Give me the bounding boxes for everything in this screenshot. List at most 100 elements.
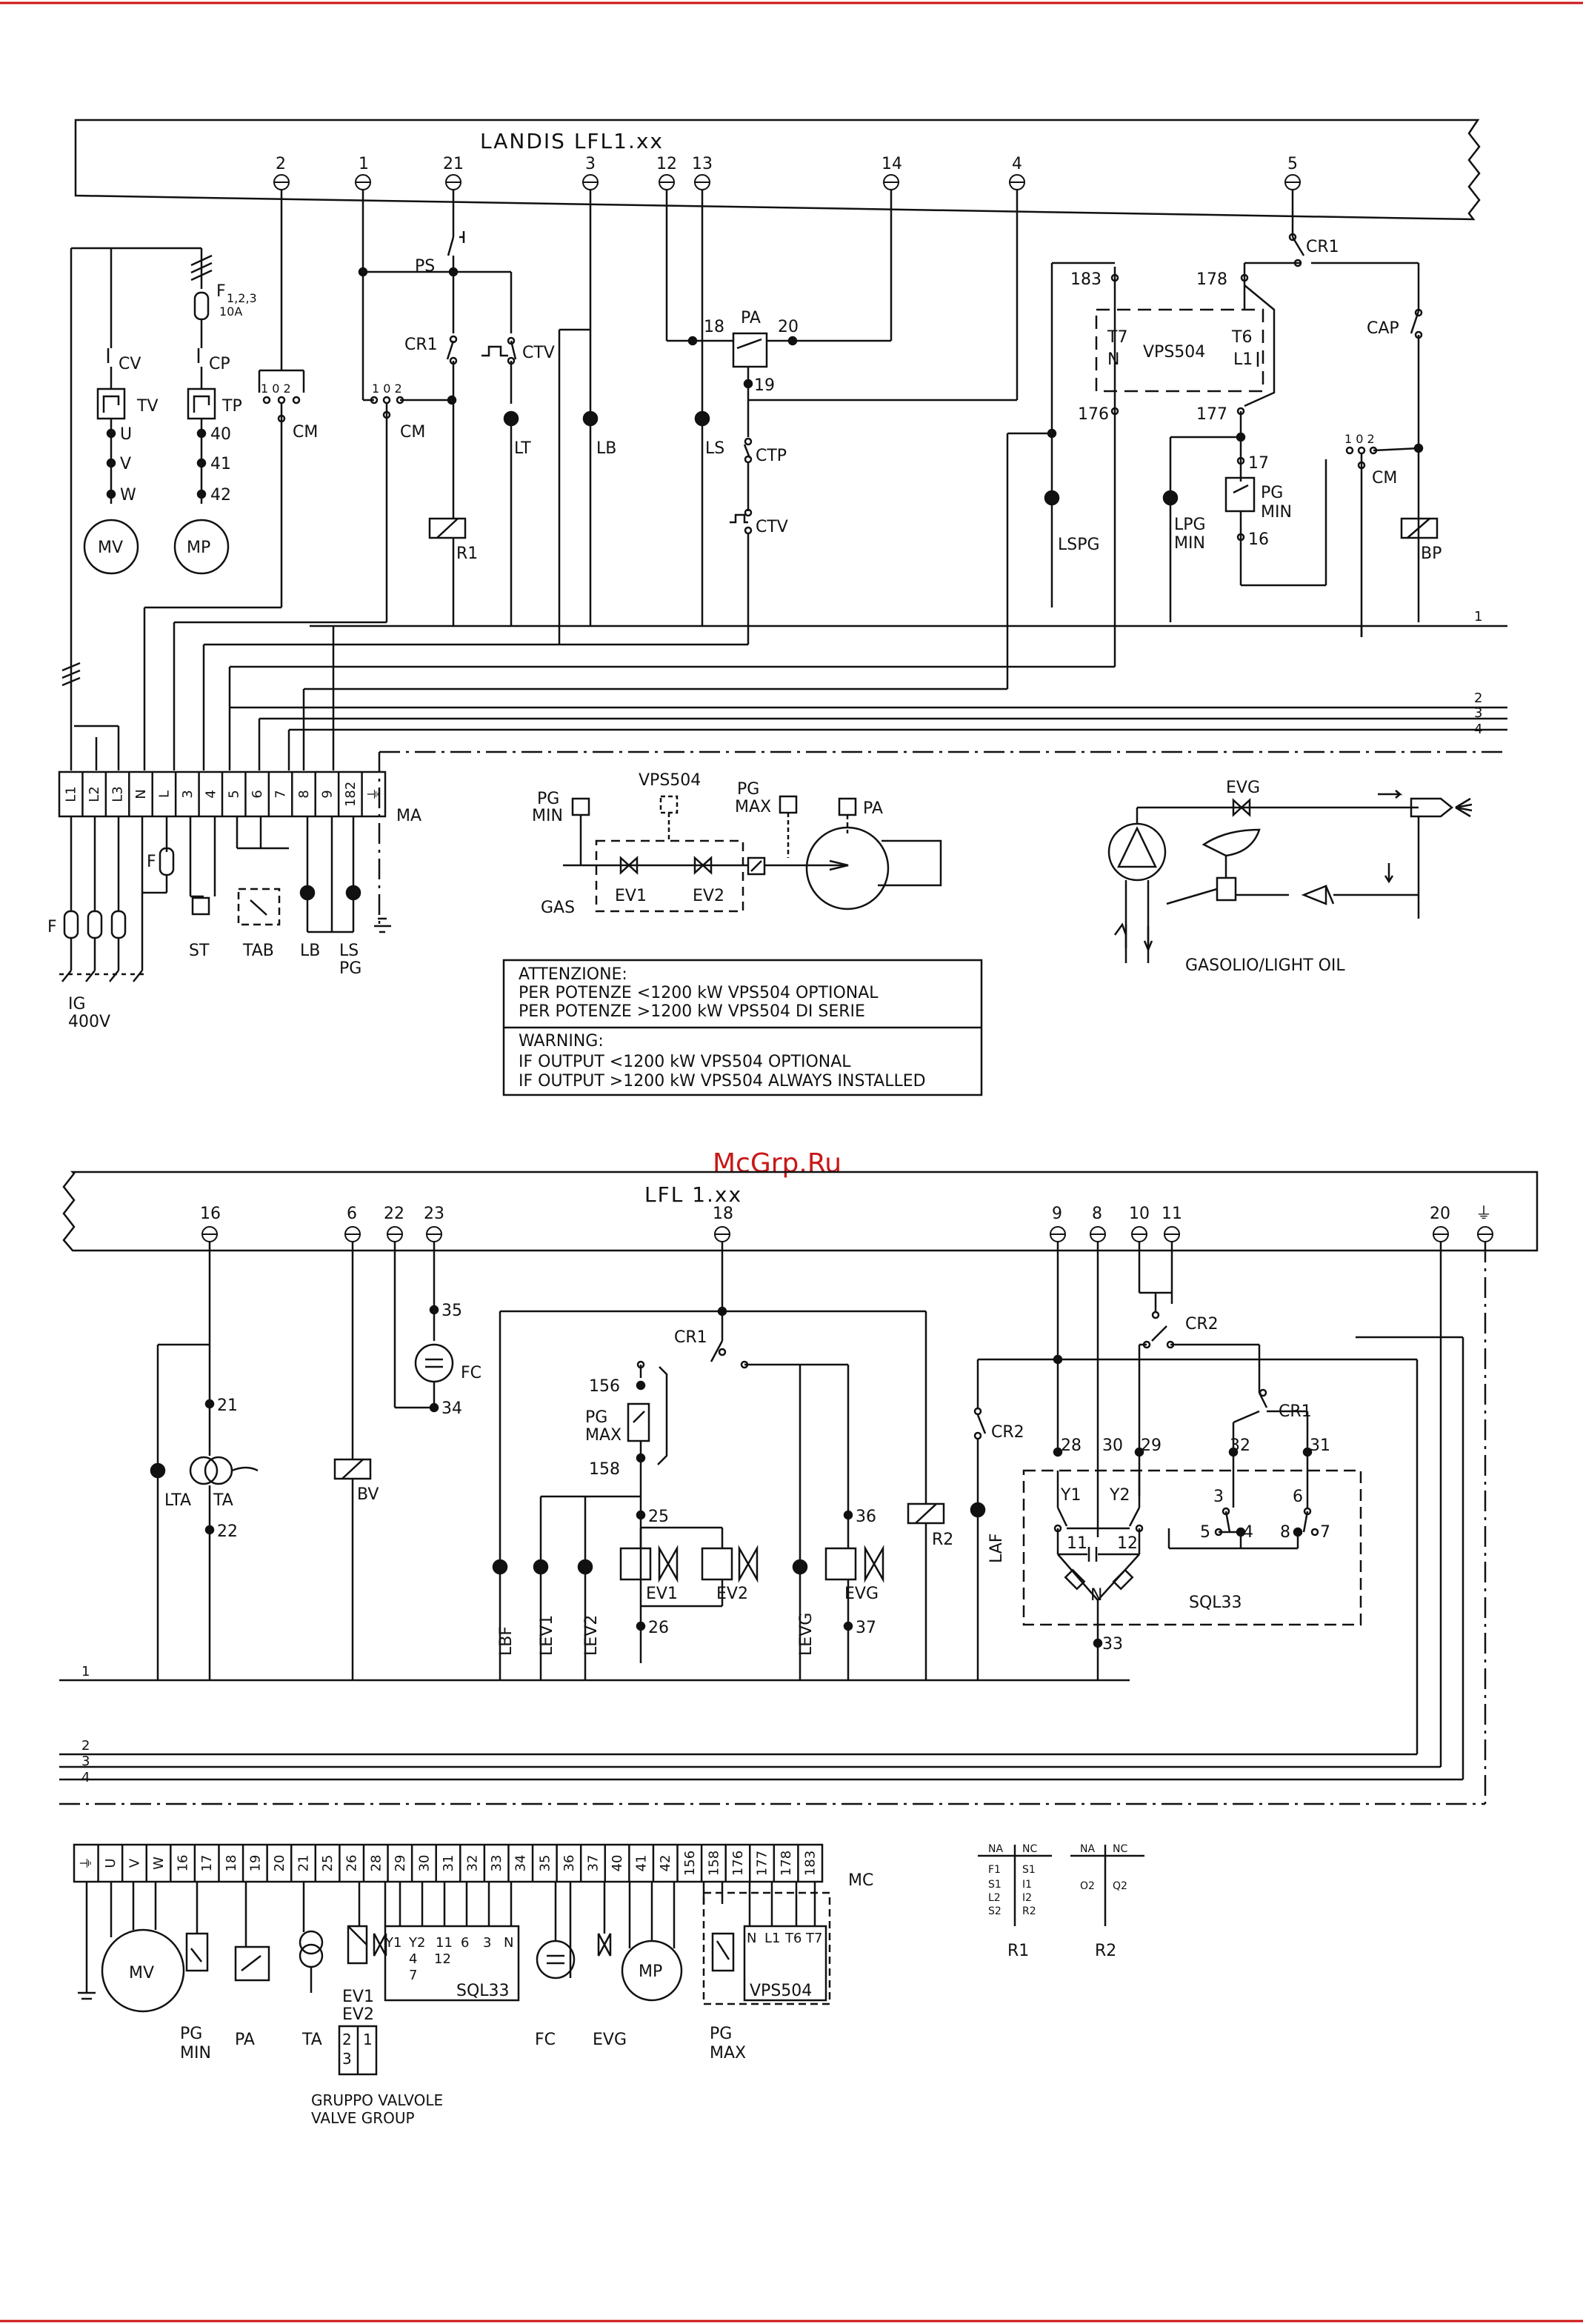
- tv-label: TV: [136, 397, 159, 416]
- svg-text:PA: PA: [741, 309, 761, 327]
- note-line-1: ATTENZIONE:: [519, 965, 627, 984]
- r1-coil: [428, 517, 467, 539]
- terminal-b20: 20: [1430, 1205, 1450, 1242]
- svg-text:EV1: EV1: [615, 887, 647, 905]
- svg-text:6: 6: [461, 1935, 469, 1951]
- mc-terminal-label: 28: [368, 1855, 384, 1872]
- mc-terminal-label: 156: [682, 1851, 698, 1876]
- svg-text:18: 18: [713, 1205, 733, 1223]
- svg-text:2: 2: [342, 2031, 352, 2048]
- terminal-5-label: 5: [1287, 155, 1298, 173]
- svg-text:Y1: Y1: [1060, 1486, 1081, 1505]
- svg-text:CM: CM: [1372, 469, 1397, 487]
- svg-text:37: 37: [856, 1619, 876, 1637]
- svg-text:12: 12: [1117, 1534, 1138, 1553]
- ma-terminal-label: 7: [273, 790, 289, 798]
- svg-text:CTV: CTV: [522, 344, 555, 362]
- terminal-b9: 9: [1050, 1205, 1066, 1242]
- terminal-13: 13: [692, 155, 713, 190]
- fc-branch: 35 FC 34: [393, 1242, 481, 1418]
- pg-min-switch: [1224, 476, 1256, 513]
- svg-text:4: 4: [1243, 1523, 1253, 1542]
- terminal-4: 4: [1009, 155, 1025, 190]
- terminal-1-label: 1: [359, 155, 369, 173]
- mc-terminal-label: 25: [320, 1855, 336, 1872]
- svg-text:GASOLIO/LIGHT OIL: GASOLIO/LIGHT OIL: [1185, 956, 1345, 975]
- svg-text:FC: FC: [461, 1364, 481, 1382]
- notes-box: ATTENZIONE: PER POTENZE <1200 kW VPS504 …: [502, 959, 983, 1096]
- svg-text:4: 4: [81, 1770, 90, 1785]
- svg-text:2: 2: [1474, 690, 1482, 706]
- bottom-terminals: 16 6 22 23 18 9 8 10 11 20 ⏚: [200, 1205, 1493, 1242]
- pump-motor-label: MP: [187, 539, 210, 557]
- svg-text:11: 11: [436, 1935, 453, 1951]
- bp-coil: [1400, 517, 1439, 539]
- svg-text:I1: I1: [1022, 1879, 1032, 1891]
- lfl-box-bottom: [62, 1171, 1539, 1252]
- svg-text:CR1: CR1: [674, 1328, 707, 1347]
- terminal-b23: 23: [424, 1205, 444, 1242]
- svg-text:LEV2: LEV2: [582, 1615, 601, 1656]
- svg-text:Y2: Y2: [408, 1935, 425, 1951]
- mc-terminal-label: 36: [561, 1855, 577, 1872]
- top-diagram: LANDIS LFL1.xx 2 1 21 3 12 13 14 4 5 CV …: [47, 119, 1507, 1096]
- mc-terminal-label: 21: [296, 1855, 312, 1872]
- svg-text:158: 158: [589, 1460, 620, 1479]
- svg-text:EV2: EV2: [716, 1585, 748, 1603]
- svg-text:SQL33: SQL33: [1189, 1594, 1242, 1612]
- svg-text:I2: I2: [1022, 1892, 1032, 1904]
- terminal-12-label: 12: [656, 155, 677, 173]
- bottom-bus-lines: 1 2 3 4: [59, 1242, 1487, 1805]
- svg-text:CTP: CTP: [756, 447, 787, 465]
- svg-text:EVG: EVG: [1226, 779, 1260, 797]
- svg-text:34: 34: [441, 1399, 462, 1418]
- svg-text:U: U: [120, 425, 132, 444]
- svg-text:F: F: [216, 282, 226, 301]
- terminal-b10: 10: [1129, 1205, 1150, 1242]
- bottom-title: LFL 1.xx: [644, 1182, 742, 1207]
- svg-text:T6: T6: [784, 1931, 802, 1946]
- svg-text:ST: ST: [189, 942, 210, 960]
- sql33-branch: CR2 CR2 LAF 28 30 29: [970, 1242, 1419, 1754]
- tp-thermal-relay: [187, 387, 216, 420]
- svg-text:20: 20: [778, 318, 799, 336]
- svg-text:MV: MV: [129, 1964, 154, 1982]
- valves-branch: LBF CR1 LEVG 36 EVG 37 R2: [492, 1242, 953, 1680]
- svg-text:PG: PG: [737, 780, 759, 799]
- svg-text:EV1: EV1: [342, 1988, 374, 2006]
- svg-text:Q2: Q2: [1113, 1880, 1127, 1892]
- mc-terminal-label: 40: [610, 1855, 625, 1872]
- svg-text:N: N: [1107, 350, 1119, 369]
- pump-fuse: [193, 291, 210, 321]
- svg-text:6: 6: [1293, 1488, 1303, 1506]
- svg-text:176: 176: [1078, 405, 1109, 424]
- svg-text:O2: O2: [1080, 1880, 1095, 1892]
- mc-terminal-label: 158: [706, 1851, 721, 1876]
- svg-text:3: 3: [1474, 705, 1482, 721]
- mc-terminal-label: 19: [247, 1855, 263, 1872]
- svg-text:NC: NC: [1022, 1843, 1037, 1855]
- svg-text:L1: L1: [1233, 350, 1253, 369]
- svg-text:16: 16: [200, 1205, 221, 1223]
- svg-text:183: 183: [1070, 270, 1102, 289]
- svg-text:CM: CM: [400, 423, 425, 442]
- svg-text:PG: PG: [537, 790, 559, 808]
- ma-label: MA: [396, 807, 421, 825]
- svg-text:CR1: CR1: [1306, 238, 1339, 256]
- svg-text:FC: FC: [535, 2031, 556, 2049]
- svg-text:MP: MP: [639, 1962, 662, 1981]
- cm-switch-2: 1 0 2 CM: [358, 190, 457, 622]
- mc-terminal-label: V: [127, 1858, 142, 1868]
- ma-terminal-label: 6: [250, 790, 265, 798]
- svg-text:NC: NC: [1113, 1843, 1127, 1855]
- svg-text:F: F: [47, 918, 57, 936]
- svg-text:3: 3: [1213, 1488, 1224, 1506]
- mc-terminal-label: 30: [416, 1855, 432, 1872]
- ma-terminal-label: ⏚: [366, 788, 381, 801]
- svg-text:3: 3: [342, 2050, 352, 2068]
- ev1-coil: [619, 1547, 652, 1581]
- svg-text:VPS504: VPS504: [750, 1982, 812, 2000]
- svg-text:⏚: ⏚: [1476, 1205, 1492, 1223]
